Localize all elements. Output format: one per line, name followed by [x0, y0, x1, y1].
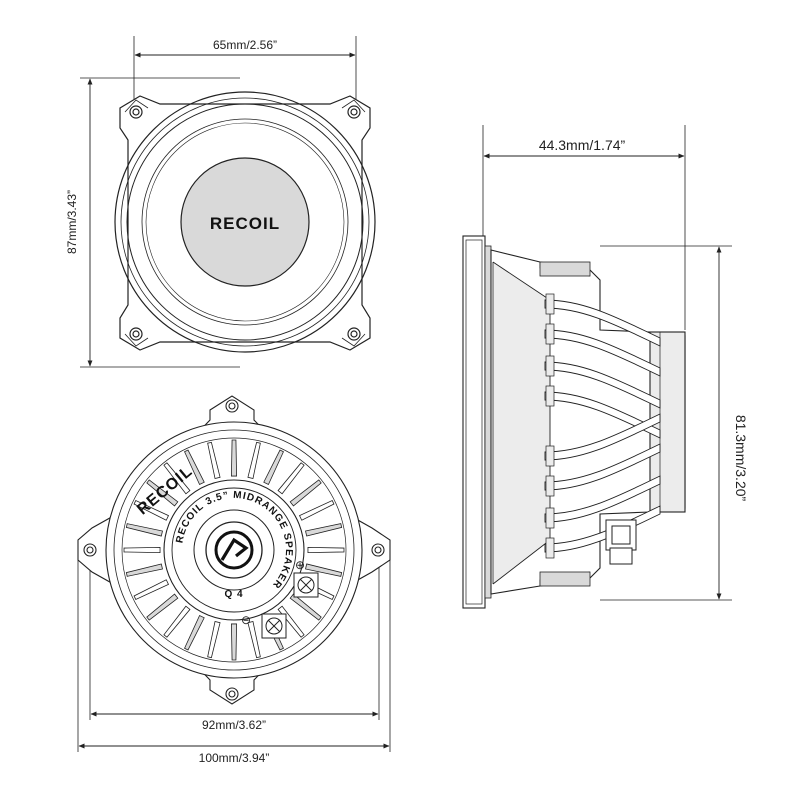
- back-spoke: [305, 563, 343, 577]
- side-terminal: [605, 519, 637, 565]
- side-spoke-root: [545, 323, 555, 345]
- side-spoke: [544, 505, 661, 553]
- dim-depth-label: 44.3mm/1.74”: [539, 137, 626, 153]
- side-spoke: [544, 413, 661, 461]
- back-spoke: [305, 523, 343, 537]
- back-spoke: [247, 441, 261, 479]
- side-spoke: [544, 361, 661, 409]
- dim-side-height-label: 81.3mm/3.20”: [733, 415, 749, 502]
- back-terminals: [261, 572, 319, 639]
- dim-back-outer-label: 100mm/3.94”: [199, 751, 270, 765]
- side-spoke-root: [545, 355, 555, 377]
- back-spoke: [231, 439, 237, 477]
- back-spoke: [307, 547, 345, 553]
- dim-front-height-label: 87mm/3.43”: [65, 190, 79, 254]
- back-spoke: [247, 621, 261, 659]
- back-spoke: [163, 605, 191, 638]
- back-spoke: [289, 593, 322, 621]
- side-spoke-root: [545, 475, 555, 497]
- side-spoke-root: [545, 445, 555, 467]
- side-view-spokes: [544, 293, 661, 559]
- side-spoke: [544, 475, 661, 523]
- back-model-text: Q 4: [224, 589, 243, 600]
- back-spoke: [133, 500, 170, 521]
- back-spoke: [133, 579, 170, 600]
- front-logo: RECOIL: [210, 214, 280, 233]
- back-spoke: [146, 593, 179, 621]
- side-spoke: [544, 299, 661, 347]
- side-spoke-root: [545, 537, 555, 559]
- back-spoke: [125, 523, 163, 537]
- back-spoke: [125, 563, 163, 577]
- back-spoke: [263, 449, 284, 486]
- side-spoke-root: [545, 293, 555, 315]
- side-spoke: [544, 443, 661, 491]
- side-spoke-root: [545, 385, 555, 407]
- back-spoke: [277, 462, 305, 495]
- back-spoke: [289, 479, 322, 507]
- back-spoke: [207, 621, 221, 659]
- dim-back-inner-label: 92mm/3.62”: [202, 718, 266, 732]
- terminal-minus-icon: ⊖: [241, 613, 251, 627]
- dim-top-width-label: 65mm/2.56”: [213, 38, 277, 52]
- back-spoke: [146, 479, 179, 507]
- back-spoke: [184, 614, 205, 651]
- front-view: [80, 36, 376, 368]
- side-spoke: [544, 329, 661, 377]
- back-spoke: [163, 462, 191, 495]
- back-view: [77, 395, 391, 752]
- side-view: [462, 125, 732, 609]
- back-spoke: [184, 449, 205, 486]
- side-spoke-root: [545, 507, 555, 529]
- back-spoke: [123, 547, 161, 553]
- back-spoke: [207, 441, 221, 479]
- terminal-plus-icon: ⊕: [295, 558, 305, 572]
- back-spoke: [298, 500, 335, 521]
- back-logo-mark: [214, 530, 254, 570]
- back-spoke: [231, 623, 237, 661]
- side-spoke: [544, 391, 661, 439]
